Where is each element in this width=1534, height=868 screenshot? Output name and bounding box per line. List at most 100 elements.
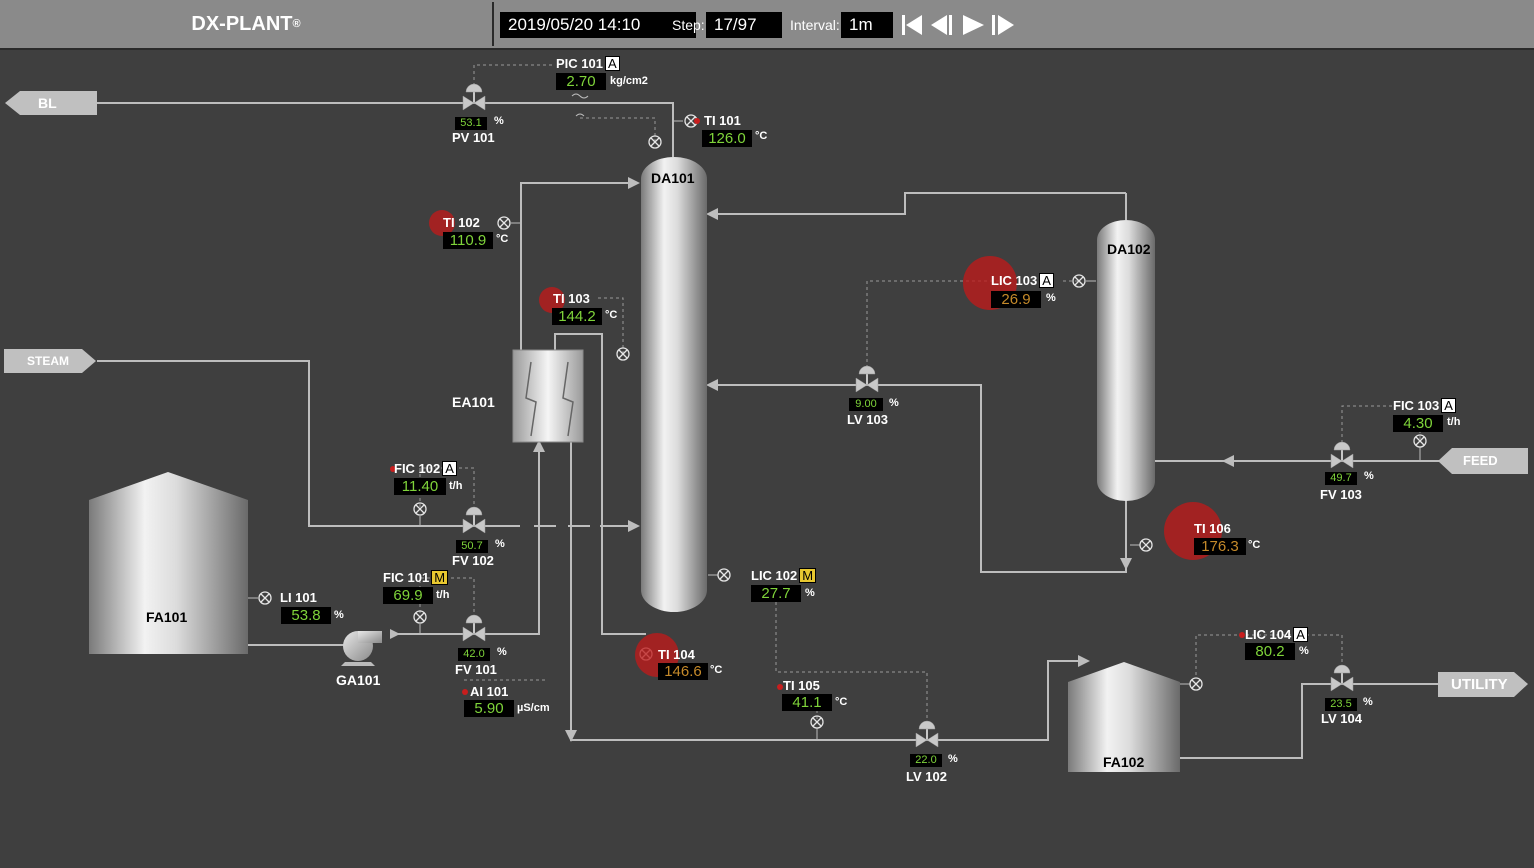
sensor-connectors bbox=[248, 120, 1421, 740]
ti101-unit: °C bbox=[755, 130, 768, 142]
fic102-tag-text: FIC 102 bbox=[394, 461, 441, 476]
fa102-tank[interactable] bbox=[1068, 662, 1180, 772]
da102-label: DA102 bbox=[1107, 241, 1151, 257]
lic103-mode-badge[interactable]: A bbox=[1039, 273, 1054, 288]
registered-mark: ® bbox=[292, 18, 301, 30]
lic104-unit: % bbox=[1299, 645, 1309, 657]
lv102-unit: % bbox=[948, 753, 958, 765]
pic101-value: 2.70 bbox=[556, 73, 606, 90]
fic103-unit: t/h bbox=[1447, 416, 1461, 428]
lv102-valve[interactable] bbox=[915, 720, 939, 748]
ti101-alarm-dot bbox=[694, 118, 700, 124]
ti103-tag[interactable]: TI 103 bbox=[553, 291, 590, 306]
ea101-exchanger[interactable] bbox=[512, 349, 584, 443]
steam-stream-tag[interactable] bbox=[4, 349, 96, 373]
pv101-output: 53.1 bbox=[455, 117, 487, 130]
step-forward-icon[interactable] bbox=[990, 13, 1016, 37]
li101-sensor-icon bbox=[258, 591, 272, 605]
ga101-pump[interactable] bbox=[341, 631, 382, 666]
lv104-unit: % bbox=[1363, 696, 1373, 708]
play-icon[interactable] bbox=[960, 13, 986, 37]
ai101-tag[interactable]: AI 101 bbox=[470, 684, 509, 699]
fv103-unit: % bbox=[1364, 470, 1374, 482]
lv102-output: 22.0 bbox=[910, 754, 942, 767]
lic102-unit: % bbox=[805, 587, 815, 599]
feed-stream-tag[interactable] bbox=[1438, 448, 1528, 474]
lic104-mode-badge[interactable]: A bbox=[1293, 627, 1308, 642]
fv103-valve[interactable] bbox=[1330, 441, 1354, 469]
ti105-tag[interactable]: TI 105 bbox=[783, 678, 820, 693]
fv101-valve[interactable] bbox=[462, 614, 486, 642]
pic101-sensor-icon bbox=[648, 135, 662, 149]
lv104-name: LV 104 bbox=[1321, 711, 1362, 726]
da101-label: DA101 bbox=[651, 170, 695, 186]
da102-column[interactable] bbox=[1097, 220, 1155, 501]
fv103-name: FV 103 bbox=[1320, 487, 1362, 502]
interval-display[interactable]: 1m bbox=[841, 12, 893, 38]
ti102-tag[interactable]: TI 102 bbox=[443, 215, 480, 230]
ti106-tag[interactable]: TI 106 bbox=[1194, 521, 1231, 536]
signal-tilde-icons bbox=[571, 93, 589, 117]
lic102-value: 27.7 bbox=[751, 585, 801, 602]
ti102-sensor-icon bbox=[497, 216, 511, 230]
fic102-unit: t/h bbox=[449, 480, 463, 492]
da101-column[interactable] bbox=[641, 157, 707, 612]
step-back-icon[interactable] bbox=[929, 13, 955, 37]
ti105-alarm-dot bbox=[777, 684, 783, 690]
fv101-name: FV 101 bbox=[455, 662, 497, 677]
bl-label: BL bbox=[38, 95, 57, 111]
utility-stream-tag[interactable] bbox=[1438, 672, 1528, 697]
lv103-valve[interactable] bbox=[855, 365, 879, 393]
fic101-value: 69.9 bbox=[383, 587, 433, 604]
fa101-label: FA101 bbox=[146, 609, 188, 625]
fic103-sensor-icon bbox=[1413, 434, 1427, 448]
fic101-mode-badge[interactable]: M bbox=[431, 570, 449, 585]
fv101-unit: % bbox=[497, 646, 507, 658]
ti101-tag[interactable]: TI 101 bbox=[704, 113, 741, 128]
lic103-tag-text: LIC 103 bbox=[991, 273, 1038, 288]
fa102-label: FA102 bbox=[1103, 754, 1145, 770]
ai101-value: 5.90 bbox=[464, 700, 514, 717]
brand-name: DX-PLANT bbox=[191, 12, 293, 35]
ti103-sensor-icon bbox=[616, 347, 630, 361]
pv101-valve[interactable] bbox=[462, 83, 486, 111]
ti105-value: 41.1 bbox=[782, 694, 832, 711]
fa101-tank[interactable] bbox=[89, 472, 248, 654]
ai101-alarm-dot bbox=[462, 689, 468, 695]
fic102-sensor-icon bbox=[413, 502, 427, 516]
fic103-mode-badge[interactable]: A bbox=[1441, 398, 1456, 413]
ti104-unit: °C bbox=[710, 664, 723, 676]
li101-tag[interactable]: LI 101 bbox=[280, 590, 317, 605]
pic101-mode-badge[interactable]: A bbox=[604, 56, 620, 71]
datetime-display: 2019/05/20 14:10 bbox=[500, 12, 696, 38]
lv103-unit: % bbox=[889, 397, 899, 409]
ti104-tag[interactable]: TI 104 bbox=[658, 647, 695, 662]
steam-label: STEAM bbox=[27, 354, 69, 368]
interval-label: Interval: bbox=[790, 17, 840, 33]
lv103-output: 9.00 bbox=[849, 398, 883, 411]
bl-stream-tag[interactable] bbox=[5, 91, 97, 115]
lic104-alarm-dot bbox=[1239, 632, 1245, 638]
ea101-label: EA101 bbox=[452, 394, 495, 410]
fic102-mode-badge[interactable]: A bbox=[442, 461, 457, 476]
step-display: 17/97 bbox=[706, 12, 782, 38]
ti104-value: 146.6 bbox=[658, 663, 708, 680]
fic101-unit: t/h bbox=[436, 589, 450, 601]
skip-to-start-icon[interactable] bbox=[900, 13, 926, 37]
fv102-unit: % bbox=[495, 538, 505, 550]
ai101-unit: µS/cm bbox=[517, 702, 550, 714]
lv104-valve[interactable] bbox=[1330, 664, 1354, 692]
lic102-mode-badge[interactable]: M bbox=[799, 568, 817, 583]
lv103-name: LV 103 bbox=[847, 412, 888, 427]
lv104-output: 23.5 bbox=[1325, 698, 1357, 711]
pv101-name: PV 101 bbox=[452, 130, 495, 145]
fic101-tag-text: FIC 101 bbox=[383, 570, 430, 585]
fv102-valve[interactable] bbox=[462, 506, 486, 534]
